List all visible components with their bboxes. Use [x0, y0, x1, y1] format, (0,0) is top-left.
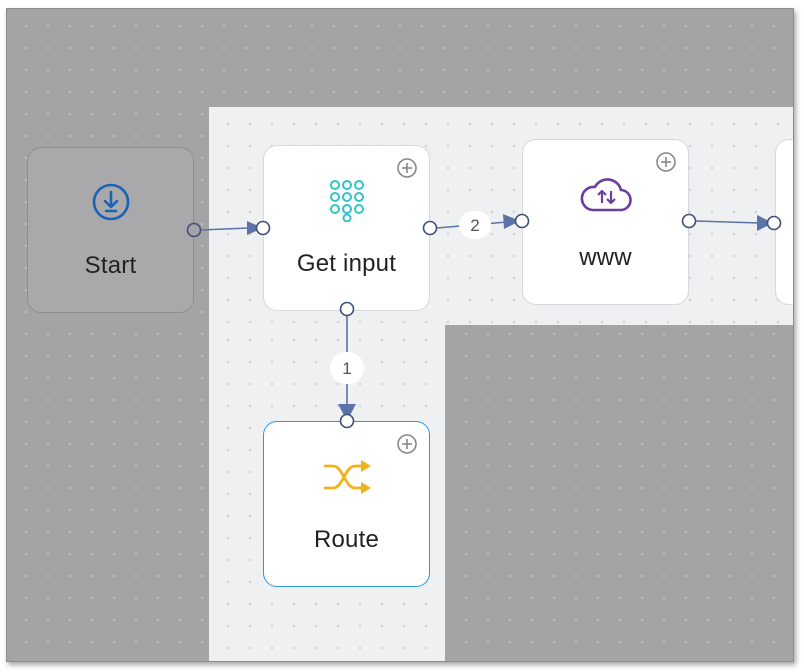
flow-canvas[interactable]: Start G: [7, 9, 793, 661]
edge-get-input-to-route[interactable]: 1: [330, 301, 364, 429]
start-node[interactable]: Start: [27, 147, 194, 313]
www-node-label: www: [579, 244, 632, 271]
flow-canvas-frame: Start G: [6, 8, 794, 662]
edge-badge-label: 1: [342, 359, 351, 378]
start-node-label: Start: [84, 252, 137, 279]
keypad-icon: [327, 180, 367, 227]
shuffle-icon: [321, 456, 373, 503]
add-plus-icon[interactable]: [397, 434, 417, 454]
flow-edges: 2 1: [186, 211, 782, 429]
edge-start-to-get-input[interactable]: [186, 220, 271, 238]
get-input-node-label: Get input: [296, 250, 397, 277]
edge-www-to-next[interactable]: [681, 213, 782, 232]
route-node-label: Route: [313, 526, 380, 553]
edge-get-input-to-www[interactable]: 2: [422, 211, 530, 239]
add-plus-icon[interactable]: [397, 158, 417, 178]
edge-badge: [459, 211, 491, 239]
add-plus-icon[interactable]: [656, 152, 676, 172]
edge-badge: [330, 352, 364, 384]
download-arrow-circle-icon: [91, 182, 131, 227]
route-node[interactable]: Route: [263, 421, 430, 587]
cloud-transfer-icon: [576, 174, 636, 221]
get-input-node[interactable]: Get input: [263, 145, 430, 311]
edge-badge-label: 2: [470, 216, 479, 235]
www-node[interactable]: www: [522, 139, 689, 305]
